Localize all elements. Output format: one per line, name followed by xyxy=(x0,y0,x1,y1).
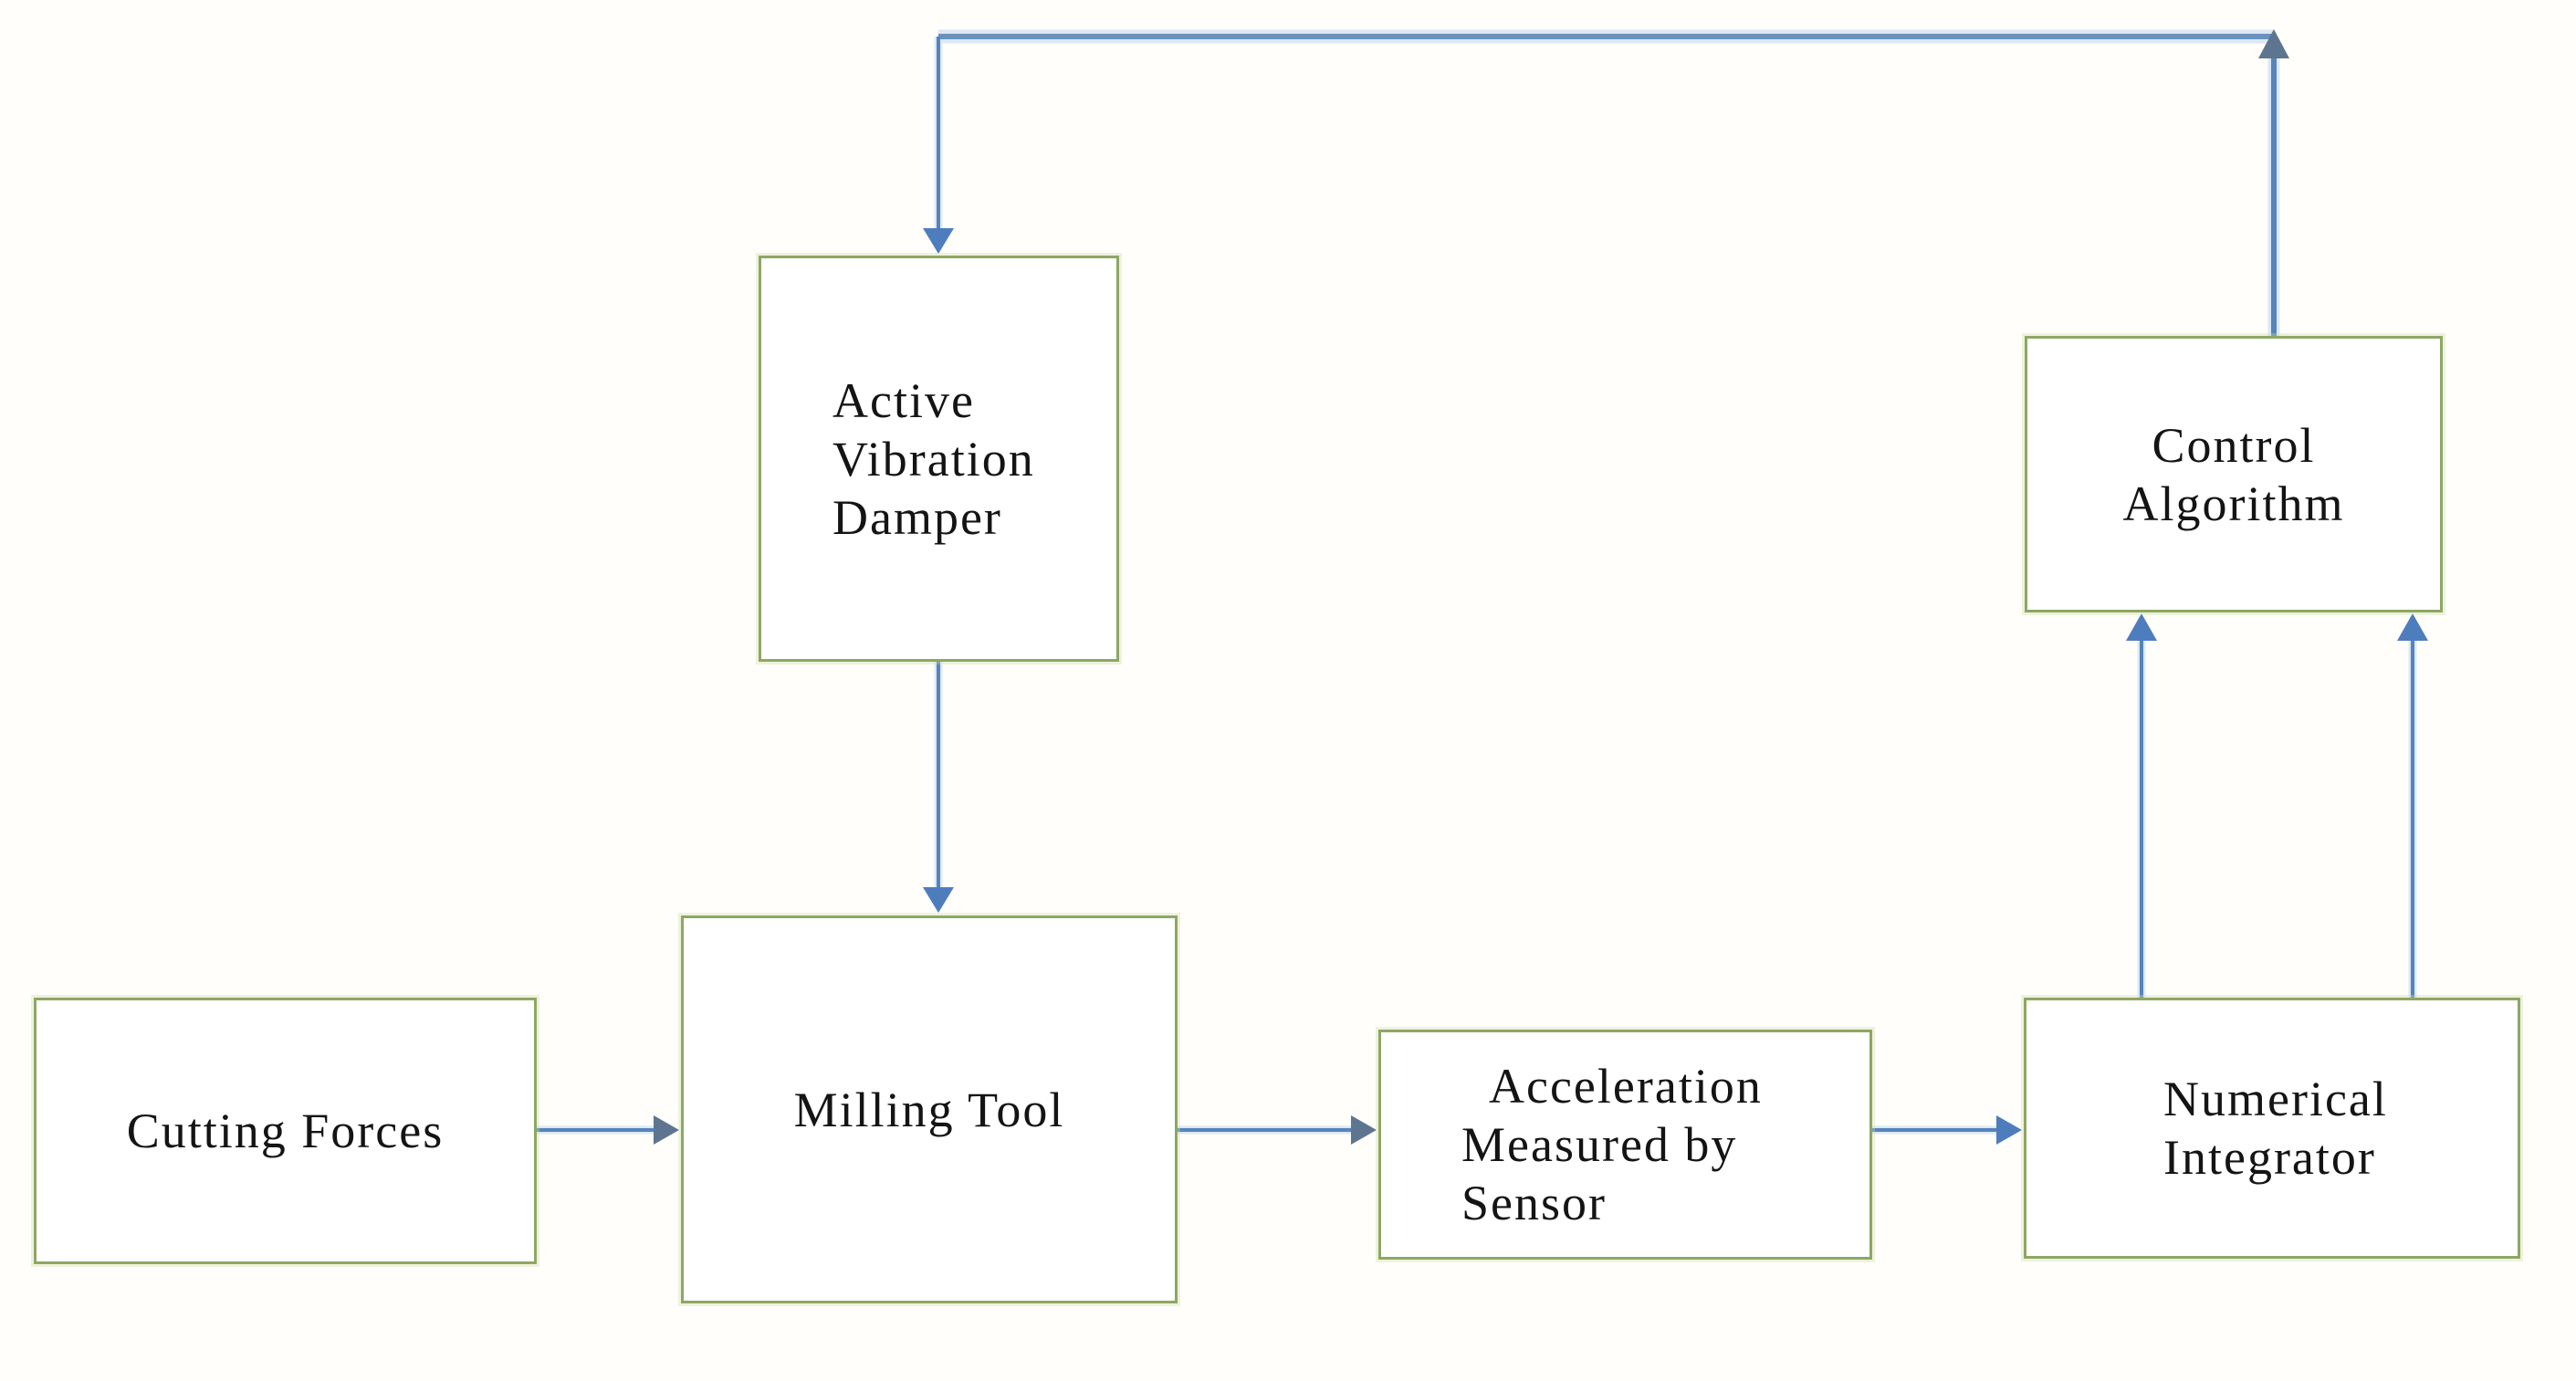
up-arrowhead-icon xyxy=(2397,613,2428,641)
connector-sensor-to-integrator xyxy=(1872,1115,2022,1145)
up-arrowhead-icon xyxy=(2258,29,2289,58)
right-arrowhead-icon xyxy=(1351,1115,1377,1145)
right-arrowhead-icon xyxy=(1996,1115,2022,1145)
connector-integrator-to-control-right xyxy=(2397,613,2428,998)
connector-integrator-to-control-left xyxy=(2126,613,2157,998)
box-milling-tool: Milling Tool xyxy=(681,915,1178,1303)
connector-cutting-forces-to-milling-tool xyxy=(537,1115,679,1145)
box-label-line: Vibration xyxy=(832,431,1035,486)
box-label-line: Measured by xyxy=(1461,1117,1738,1172)
up-arrowhead-icon xyxy=(2126,613,2157,641)
right-arrowhead-icon xyxy=(654,1115,679,1145)
box-label-line: Control xyxy=(2152,417,2316,473)
box-label-line: Acceleration xyxy=(1489,1059,1763,1114)
box-cutting-forces: Cutting Forces xyxy=(34,998,537,1264)
down-arrowhead-icon xyxy=(923,228,954,254)
box-label-line: Sensor xyxy=(1461,1176,1607,1230)
box-label-line: Integrator xyxy=(2163,1130,2376,1185)
connector-damper-to-milling-tool xyxy=(923,662,954,913)
box-label-line: Active xyxy=(832,372,975,428)
box-active-vibration-damper: Active Vibration Damper xyxy=(759,256,1119,662)
connector-control-algorithm-to-damper xyxy=(923,29,2289,336)
box-label-line: Damper xyxy=(832,489,1002,545)
box-label: Milling Tool xyxy=(793,1082,1065,1137)
box-label: Cutting Forces xyxy=(126,1104,445,1158)
down-arrowhead-icon xyxy=(923,887,954,913)
box-control-algorithm: Control Algorithm xyxy=(2025,336,2443,612)
box-acceleration-measured-by-sensor: Acceleration Measured by Sensor xyxy=(1378,1030,1872,1260)
box-label-line: Numerical xyxy=(2163,1072,2388,1126)
box-numerical-integrator: Numerical Integrator xyxy=(2024,998,2520,1259)
box-label-line: Algorithm xyxy=(2122,476,2345,531)
connector-milling-tool-to-sensor xyxy=(1178,1115,1377,1145)
